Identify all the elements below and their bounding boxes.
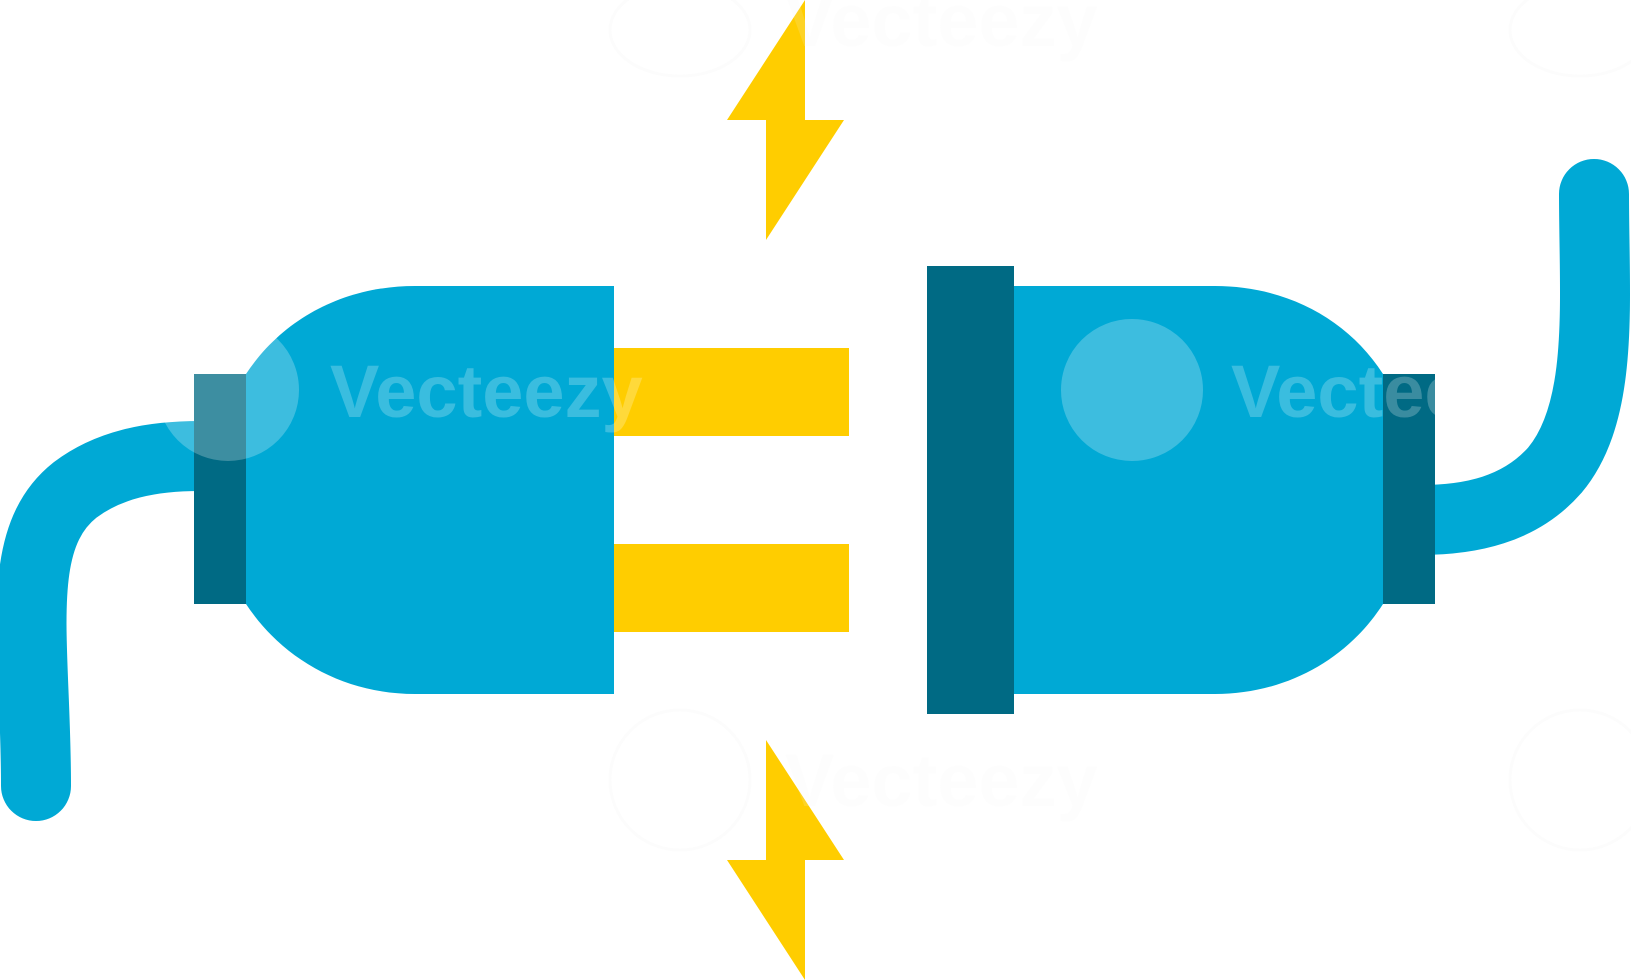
right-socket-collar (1381, 374, 1435, 604)
watermark-layer: Vecteezy Vecteezy Vecteezy Vecteezy (157, 0, 1631, 852)
watermark-text: Vecteezy (1231, 350, 1544, 433)
left-plug-collar (194, 374, 250, 604)
bottom-prong (605, 544, 849, 632)
vecteezy-logo-icon (157, 0, 1631, 852)
watermark-text: Vecteezy (785, 0, 1098, 62)
watermark-text: Vecteezy (330, 350, 643, 433)
top-prong (605, 348, 849, 436)
plug-icon (246, 286, 614, 694)
lightning-bolt-icon (727, 0, 844, 240)
socket-face-plate (927, 266, 1014, 714)
socket-icon (927, 266, 1383, 714)
lightning-bolt-icon (727, 740, 844, 980)
right-socket-body (1010, 286, 1383, 694)
right-cable (1385, 159, 1631, 555)
left-plug-body (246, 286, 614, 694)
left-cable (0, 421, 235, 821)
watermark-text: Vecteezy (785, 739, 1098, 822)
